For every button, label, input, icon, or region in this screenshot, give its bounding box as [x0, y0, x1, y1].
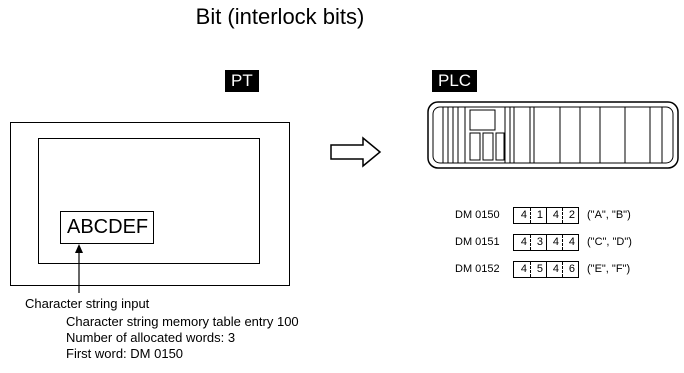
nibble: 5 — [530, 261, 546, 277]
caption-line-first-word: First word: DM 0150 — [66, 346, 184, 361]
dm-address: DM 0151 — [455, 236, 500, 248]
dm-word-value: 4 3 4 4 — [513, 233, 579, 251]
character-string-input-field[interactable]: ABCDEF — [60, 211, 154, 244]
nibble: 4 — [520, 262, 527, 275]
caption-heading: Character string input — [25, 296, 150, 311]
pt-screen-frame — [10, 122, 290, 286]
nibble: 6 — [562, 261, 578, 277]
nibble: 4 — [546, 261, 562, 277]
transfer-arrow-icon — [330, 136, 382, 168]
caption-line-allocated-words: Number of allocated words: 3 — [66, 330, 236, 345]
nibble: 4 — [546, 207, 562, 223]
diagram-title: Bit (interlock bits) — [195, 4, 365, 29]
dm-word-value: 4 1 4 2 — [513, 206, 579, 224]
dm-characters: ("C", "D") — [587, 236, 632, 248]
nibble: 2 — [562, 207, 578, 223]
nibble: 4 — [520, 208, 527, 221]
dm-row: DM 0151 4 3 4 4 ("C", "D") — [455, 233, 632, 251]
nibble: 3 — [530, 234, 546, 250]
caption-line-memory-entry: Character string memory table entry 100 — [66, 314, 299, 329]
nibble: 4 — [520, 235, 527, 248]
pt-label: PT — [225, 70, 259, 92]
dm-address: DM 0152 — [455, 263, 500, 275]
dm-characters: ("A", "B") — [587, 209, 631, 221]
dm-word-value: 4 5 4 6 — [513, 260, 579, 278]
plc-rack-icon — [427, 101, 679, 169]
dm-row: DM 0150 4 1 4 2 ("A", "B") — [455, 206, 631, 224]
dm-characters: ("E", "F") — [587, 263, 631, 275]
nibble: 4 — [546, 234, 562, 250]
pointer-arrowhead — [75, 244, 83, 253]
nibble: 4 — [562, 234, 578, 250]
pt-screen-display — [38, 138, 260, 264]
dm-row: DM 0152 4 5 4 6 ("E", "F") — [455, 260, 630, 278]
dm-address: DM 0150 — [455, 209, 500, 221]
plc-label: PLC — [432, 70, 478, 92]
nibble: 1 — [530, 207, 546, 223]
